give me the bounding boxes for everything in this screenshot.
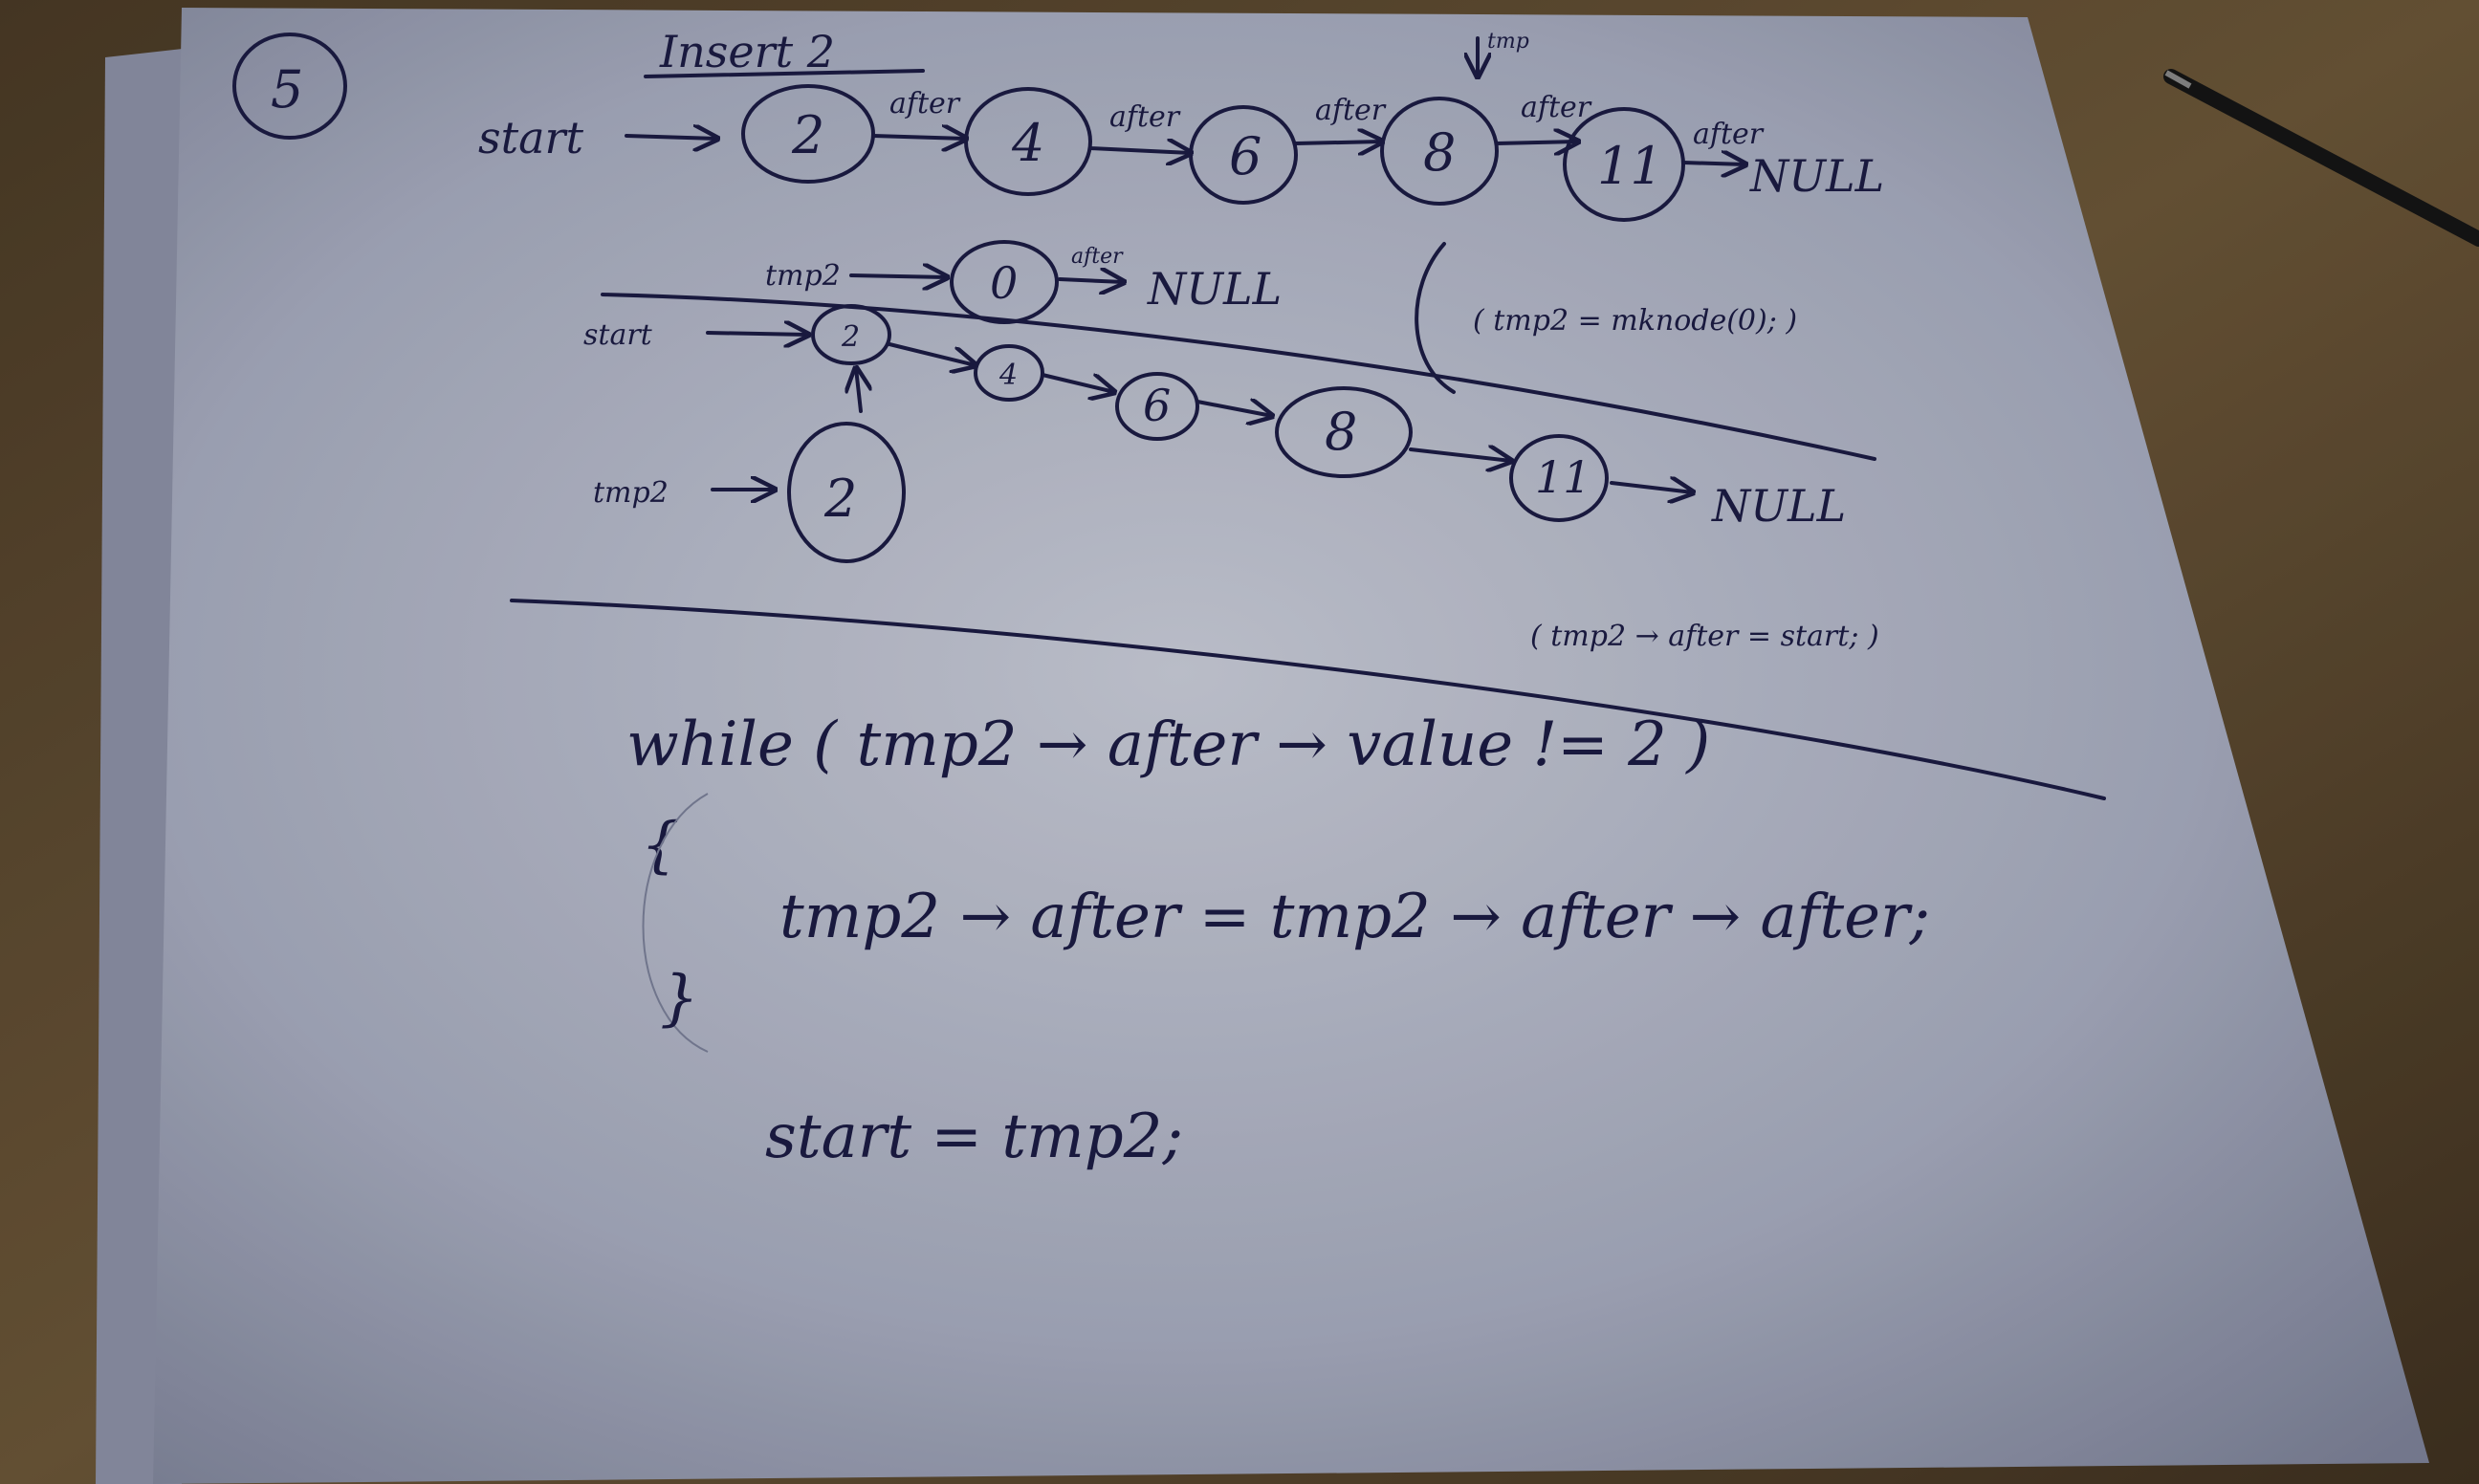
- code-line-3: tmp2 → after = tmp2 → after → after;: [779, 882, 1930, 952]
- code-line-1: while ( tmp2 → after → value != 2 ): [626, 709, 1710, 780]
- pen: [2163, 69, 2479, 247]
- d1-node-4: 8: [1380, 97, 1499, 206]
- svg-text:6: 6: [1143, 380, 1171, 431]
- d1-marker-label: tmp: [1487, 30, 1529, 54]
- d1-link-label-4: after: [1521, 91, 1592, 124]
- svg-text:2: 2: [791, 105, 824, 165]
- d2-note: ( tmp2 = mknode(0); ): [1473, 304, 1797, 338]
- d2-null-top: NULL: [1147, 263, 1282, 315]
- d2-null-bottom: NULL: [1711, 480, 1846, 532]
- d2-new-node: 0: [950, 240, 1059, 324]
- d1-null: NULL: [1749, 150, 1884, 202]
- d1-link-label-2: after: [1109, 100, 1181, 134]
- heading-underline: [644, 69, 925, 78]
- svg-text:4: 4: [998, 359, 1018, 392]
- d2-start-label: start: [583, 318, 653, 352]
- svg-text:4: 4: [1011, 113, 1044, 173]
- divider-line: [510, 599, 2106, 800]
- svg-text:11: 11: [1597, 136, 1663, 196]
- code-line-5: start = tmp2;: [765, 1102, 1183, 1172]
- d3-note: ( tmp2 → after = start; ): [1530, 620, 1879, 653]
- d2-node-4: 8: [1275, 386, 1413, 478]
- d2-tmp2-label: tmp2: [765, 259, 841, 293]
- d3-new-node: 2: [787, 422, 906, 563]
- code-line-4: }: [660, 963, 699, 1034]
- d1-link-label-5: after: [1693, 118, 1765, 151]
- svg-text:0: 0: [990, 257, 1018, 309]
- d2-node-3: 6: [1115, 372, 1199, 441]
- svg-text:8: 8: [1423, 122, 1456, 183]
- d1-node-5: 11: [1563, 107, 1685, 222]
- paper-sheet: [153, 8, 2429, 1484]
- svg-text:2: 2: [823, 469, 857, 529]
- svg-text:11: 11: [1535, 451, 1591, 503]
- svg-text:8: 8: [1325, 402, 1357, 462]
- d1-node-2: 4: [964, 87, 1092, 196]
- d2-note-open-paren: [1415, 242, 1456, 394]
- problem-number: 5: [271, 59, 303, 120]
- d1-node-3: 6: [1189, 105, 1298, 205]
- d1-link-label-3: after: [1315, 94, 1387, 127]
- d3-tmp2-label: tmp2: [593, 476, 669, 510]
- d1-link-label-1: after: [889, 87, 961, 120]
- strike-line: [601, 293, 1876, 461]
- heading: Insert 2: [659, 26, 835, 77]
- d2-node-5: 11: [1509, 434, 1609, 522]
- d2-node-2: 4: [974, 344, 1044, 402]
- svg-text:2: 2: [841, 320, 860, 354]
- d1-start-label: start: [478, 112, 584, 164]
- d2-new-link-label: after: [1071, 245, 1124, 269]
- svg-text:6: 6: [1229, 126, 1261, 186]
- problem-number-circle: [232, 33, 347, 140]
- faint-bracket-curve: [642, 793, 709, 1053]
- d2-node-1: 2: [811, 304, 891, 365]
